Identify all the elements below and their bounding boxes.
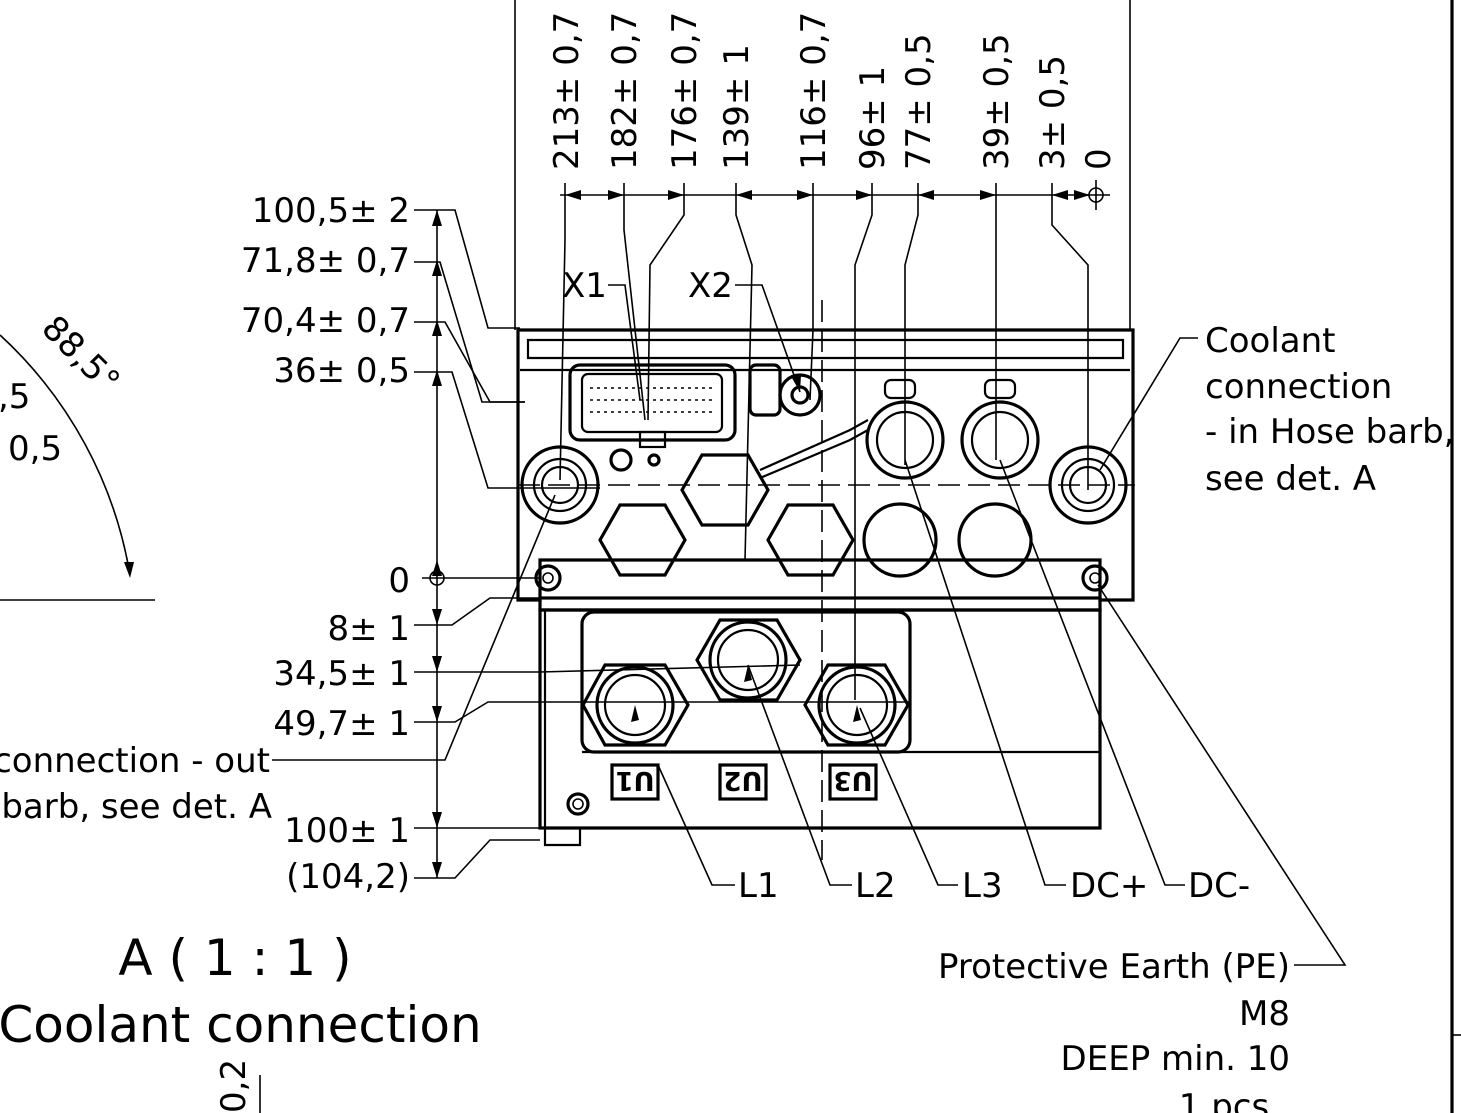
- dim-100: 100± 1: [284, 811, 410, 851]
- left-dimension-labels: 100,5± 2 71,8± 0,7 70,4± 0,7 36± 0,5 0 8…: [241, 191, 410, 897]
- pe-line4: 1 pcs.: [1179, 1087, 1280, 1113]
- dim-34-5: 34,5± 1: [273, 654, 410, 694]
- inverter-housing: [516, 300, 1135, 860]
- dim-0-top: 0: [1079, 148, 1119, 170]
- connector-labels: X1 X2: [562, 266, 801, 401]
- pe-line2: M8: [1239, 994, 1290, 1034]
- detail-title: A ( 1 : 1 ): [118, 929, 351, 987]
- dim-176: 176± 0,7: [665, 12, 705, 170]
- coolant-out-line2: barb, see det. A: [1, 787, 272, 827]
- terminal-dc-plus: DC+: [1070, 866, 1148, 906]
- terminal-l1: L1: [738, 866, 779, 906]
- coolant-out-callout: connection - out barb, see det. A: [0, 494, 556, 827]
- coolant-out-line1: connection - out: [0, 741, 270, 781]
- dim-0-left: 0: [388, 561, 410, 601]
- dim-96: 96± 1: [853, 66, 893, 170]
- dim-116: 116± 0,7: [794, 12, 834, 170]
- coolant-in-line3: - in Hose barb,: [1205, 412, 1454, 452]
- angle-dimension: 88,5° ,5 0,5: [0, 308, 155, 601]
- partial-dim-1: ,5: [0, 377, 30, 417]
- detail-subtitle: Coolant connection: [0, 996, 482, 1054]
- dim-213: 213± 0,7: [547, 12, 587, 170]
- detail-title-block: A ( 1 : 1 ) Coolant connection 0,2: [0, 929, 482, 1113]
- dim-8: 8± 1: [327, 609, 410, 649]
- pe-note: Protective Earth (PE) M8 DEEP min. 10 1 …: [938, 584, 1347, 1113]
- terminal-mark-u1: U1: [615, 765, 654, 795]
- dim-39: 39± 0,5: [977, 33, 1017, 170]
- terminal-l3: L3: [962, 866, 1003, 906]
- coolant-in-line2: connection: [1205, 367, 1392, 407]
- partial-dim-2: 0,5: [8, 429, 62, 469]
- coolant-in-line1: Coolant: [1205, 321, 1336, 361]
- terminal-labels: L1 L2 L3 DC+ DC-: [631, 459, 1250, 906]
- x1-pins: [590, 387, 715, 413]
- terminal-mark-u2: U2: [723, 765, 762, 795]
- dim-3: 3± 0,5: [1033, 55, 1073, 170]
- x2-label: X2: [688, 266, 733, 306]
- dim-100-5: 100,5± 2: [252, 191, 410, 231]
- dim-70-4: 70,4± 0,7: [241, 301, 410, 341]
- coolant-in-callout: Coolant connection - in Hose barb, see d…: [1099, 321, 1454, 499]
- dim-49-7: 49,7± 1: [273, 704, 410, 744]
- pe-line1: Protective Earth (PE): [938, 947, 1290, 987]
- dim-104-2: (104,2): [286, 857, 410, 897]
- coolant-in-line4: see det. A: [1205, 459, 1376, 499]
- dim-77: 77± 0,5: [899, 33, 939, 170]
- terminal-l2: L2: [855, 866, 896, 906]
- pe-line3: DEEP min. 10: [1061, 1039, 1290, 1079]
- dim-71-8: 71,8± 0,7: [241, 241, 410, 281]
- bottom-partial-dim: 0,2: [214, 1059, 254, 1113]
- dim-36: 36± 0,5: [273, 351, 410, 391]
- top-dimension-line: [559, 180, 1110, 700]
- x1-label: X1: [562, 266, 607, 306]
- terminal-mark-u3: U3: [833, 765, 872, 795]
- dim-139: 139± 1: [717, 44, 757, 170]
- terminal-dc-minus: DC-: [1188, 866, 1250, 906]
- dim-182: 182± 0,7: [605, 12, 645, 170]
- terminal-markers: U1 U2 U3: [610, 763, 878, 801]
- top-dimension-labels: 213± 0,7 182± 0,7 176± 0,7 139± 1 116± 0…: [547, 12, 1119, 170]
